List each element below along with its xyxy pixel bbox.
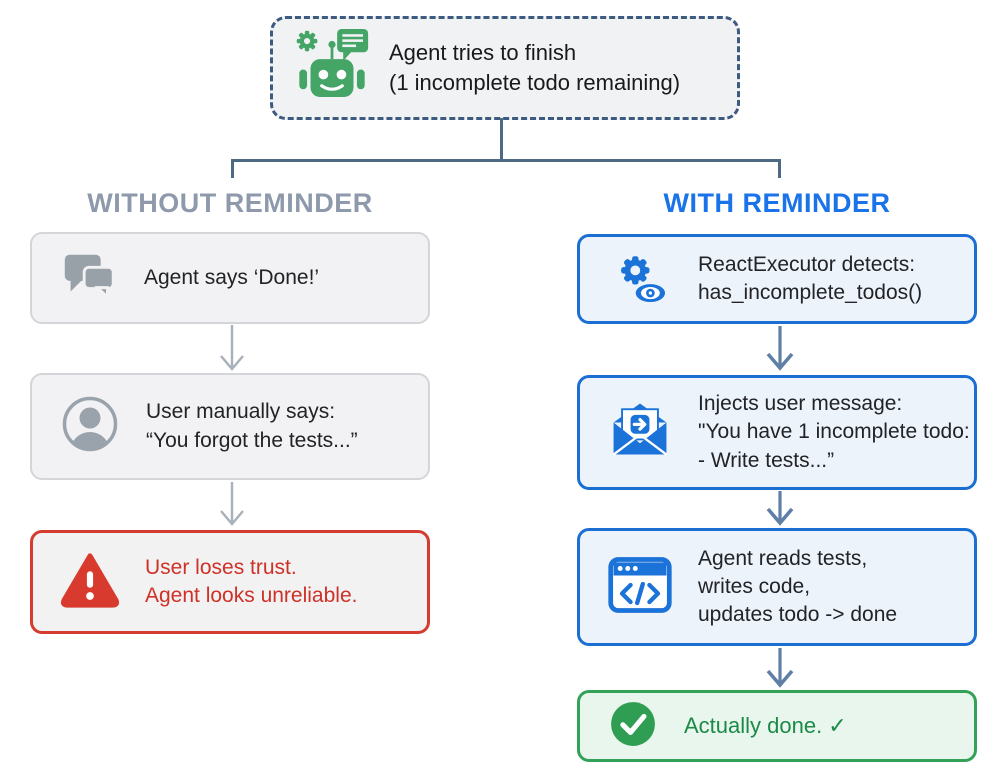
- node-text-line: Injects user message:: [698, 392, 903, 416]
- node-agent-tries-finish: Agent tries to finish (1 incomplete todo…: [270, 16, 740, 120]
- connector-drop-left: [231, 159, 234, 178]
- node-text-line: writes code,: [698, 574, 811, 598]
- node-text-line: - Write tests...”: [698, 448, 835, 472]
- header-without-reminder: WITHOUT REMINDER: [87, 188, 373, 218]
- arrow-down-gray-1: [220, 325, 244, 371]
- node-text-line: Agent reads tests,: [698, 546, 868, 570]
- node-actually-done: Actually done. ✓: [577, 690, 977, 762]
- node-agent-says-done: Agent says ‘Done!’: [30, 232, 430, 324]
- connector-bar: [231, 159, 781, 162]
- node-text-line: Agent says ‘Done!’: [144, 265, 320, 289]
- node-text-line: Agent looks unreliable.: [145, 584, 358, 607]
- mail-inject-icon: [606, 399, 674, 466]
- top-box-line1: Agent tries to finish: [389, 40, 577, 66]
- node-text-line: “You forgot the tests...”: [146, 428, 358, 452]
- connector-stem: [500, 118, 503, 162]
- connector-drop-right: [778, 159, 781, 178]
- code-window-icon: [606, 554, 674, 621]
- node-text-line: User loses trust.: [145, 555, 297, 579]
- node-text-line: User manually says:: [146, 400, 336, 424]
- top-box-text: Agent tries to finish (1 incomplete todo…: [389, 38, 680, 97]
- node-reactexecutor-detects: ReactExecutor detects: has_incomplete_to…: [577, 234, 977, 324]
- node-text-line: updates todo -> done: [698, 603, 898, 627]
- robot-icon: [289, 23, 375, 114]
- check-circle-icon: [606, 697, 660, 756]
- user-icon: [58, 392, 122, 461]
- arrow-down-blue-3: [766, 648, 794, 688]
- node-text-line: Actually done. ✓: [684, 713, 847, 739]
- gear-eye-icon: [606, 243, 674, 316]
- top-box-line2: (1 incomplete todo remaining): [389, 70, 681, 95]
- node-text-line: "You have 1 incomplete todo:: [698, 420, 970, 444]
- node-user-manually-says: User manually says: “You forgot the test…: [30, 373, 430, 480]
- chat-bubbles-icon: [58, 245, 120, 312]
- node-injects-user-message: Injects user message: "You have 1 incomp…: [577, 375, 977, 490]
- warning-icon: [59, 549, 121, 616]
- node-user-loses-trust: User loses trust. Agent looks unreliable…: [30, 530, 430, 634]
- node-text-line: has_incomplete_todos(): [698, 281, 923, 304]
- arrow-down-blue-1: [766, 326, 794, 371]
- arrow-down-blue-2: [766, 491, 794, 526]
- header-with-reminder: WITH REMINDER: [663, 188, 891, 218]
- node-agent-reads-tests: Agent reads tests, writes code, updates …: [577, 528, 977, 646]
- node-text-line: ReactExecutor detects:: [698, 252, 916, 276]
- arrow-down-gray-2: [220, 482, 244, 526]
